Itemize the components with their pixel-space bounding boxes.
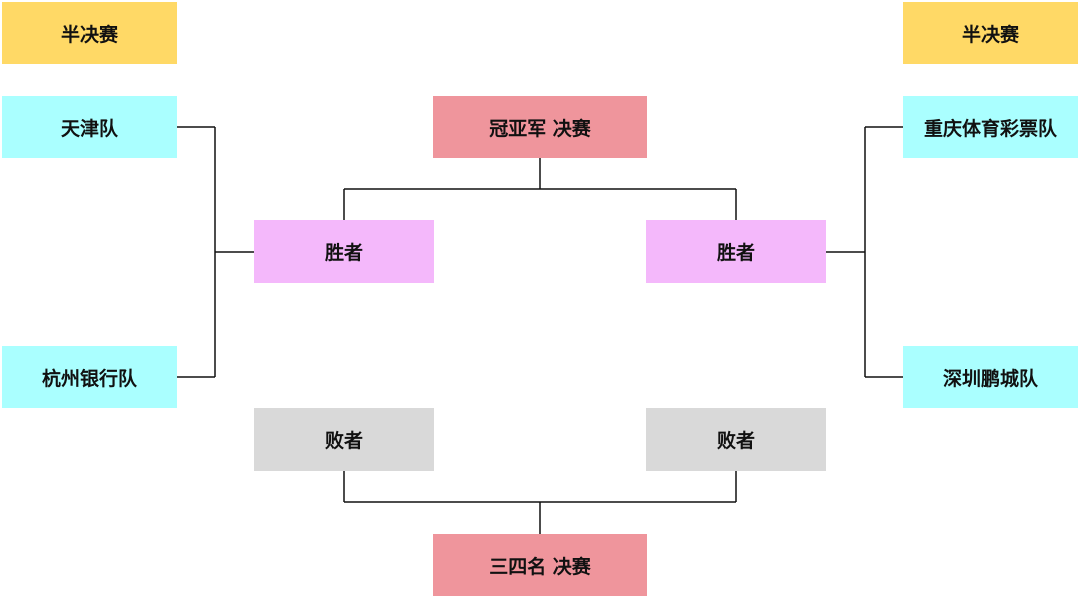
winner-right: 胜者 bbox=[646, 220, 826, 283]
team-right-top: 重庆体育彩票队 bbox=[903, 96, 1078, 158]
semifinal-header-left-label: 半决赛 bbox=[60, 23, 118, 46]
third-place-final-label: 三四名 决赛 bbox=[489, 555, 591, 578]
winner-right-label: 胜者 bbox=[716, 242, 755, 264]
semifinal-header-right-label: 半决赛 bbox=[961, 23, 1019, 46]
team-right-top-label: 重庆体育彩票队 bbox=[923, 117, 1057, 140]
loser-right: 败者 bbox=[646, 408, 826, 471]
loser-left: 败者 bbox=[254, 408, 434, 471]
team-left-bottom: 杭州银行队 bbox=[2, 346, 177, 408]
team-right-bottom: 深圳鹏城队 bbox=[903, 346, 1078, 408]
winner-left: 胜者 bbox=[254, 220, 434, 283]
winner-left-label: 胜者 bbox=[324, 242, 363, 264]
loser-right-label: 败者 bbox=[716, 430, 755, 452]
semifinal-header-right: 半决赛 bbox=[903, 2, 1078, 64]
third-place-final: 三四名 决赛 bbox=[433, 534, 647, 596]
semifinal-header-left: 半决赛 bbox=[2, 2, 177, 64]
loser-left-label: 败者 bbox=[324, 430, 363, 452]
team-right-bottom-label: 深圳鹏城队 bbox=[942, 367, 1038, 390]
team-left-top: 天津队 bbox=[2, 96, 177, 158]
championship-final: 冠亚军 决赛 bbox=[433, 96, 647, 158]
team-left-top-label: 天津队 bbox=[60, 117, 118, 140]
championship-final-label: 冠亚军 决赛 bbox=[489, 117, 591, 140]
team-left-bottom-label: 杭州银行队 bbox=[41, 367, 137, 390]
